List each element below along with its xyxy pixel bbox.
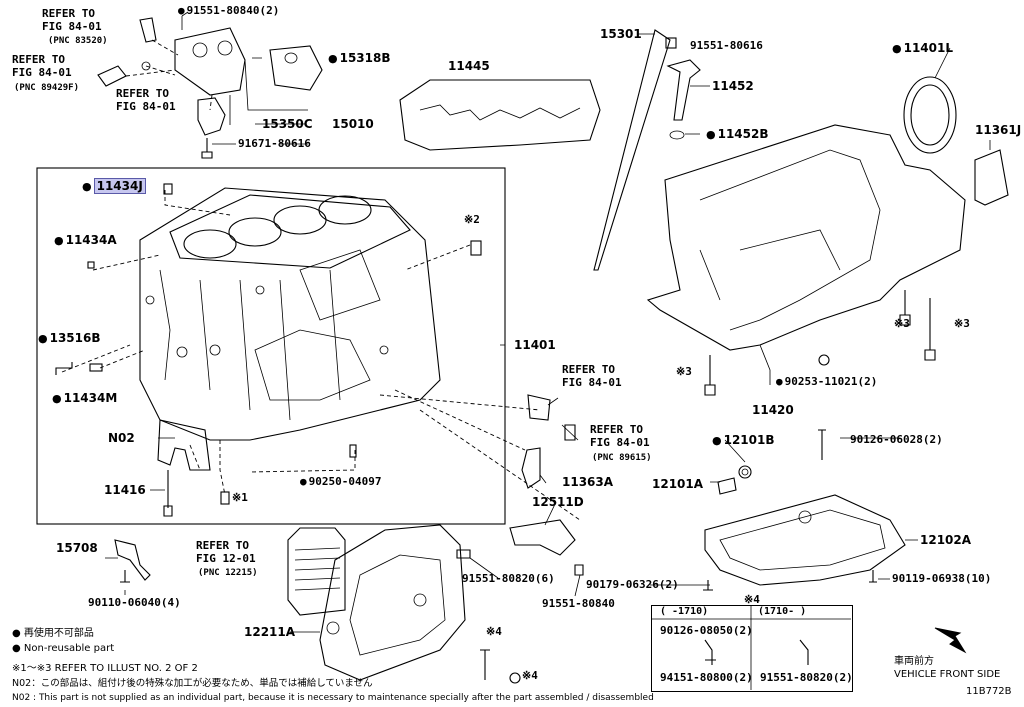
note-n02: N02 [108,431,135,445]
variant-table: ( -1710) (1710- ) [651,605,853,692]
legend-nonreuse-jp: ● 再使用不可部品 [12,628,94,640]
part-15350c[interactable]: 15350C [262,117,313,131]
cylinder-block-frame [36,167,506,525]
part-15318b[interactable]: 15318B [328,52,391,65]
bullet-icon: ● [12,628,24,639]
refer-12215-line3[interactable]: (PNC 12215) [198,568,258,578]
legend-n02-jp: N02：この部品は、組付け後の特殊な加工が必要なため、単品では補給していません [12,678,373,689]
part-11420[interactable]: 11420 [752,403,794,417]
part-11434m[interactable]: 11434M [52,392,118,405]
part-11416[interactable]: 11416 [104,483,146,497]
refer-84-01-line1[interactable]: REFER TO [562,363,615,376]
note-x3-b: ※3 [954,317,970,330]
vehicle-front-en: VEHICLE FRONT SIDE [894,669,1001,680]
part-91551-80820-6[interactable]: 91551-80820(6) [462,572,555,585]
oil-pan-lower [704,494,906,586]
part-12101b[interactable]: 12101B [712,434,775,447]
table-part-91551-80820-2[interactable]: 91551-80820(2) [760,671,853,684]
part-90110-06040-4[interactable]: 90110-06040(4) [88,596,181,609]
part-11434j-label: 11434J [93,178,146,194]
part-11401[interactable]: 11401 [514,338,556,352]
part-90126-06028-2[interactable]: 90126-06028(2) [850,433,943,446]
part-90179-06326-2[interactable]: 90179-06326(2) [586,578,679,591]
legend-nonreuse-en: ● Non-reusable part [12,643,114,655]
part-11434j[interactable]: 11434J [82,178,146,194]
part-15301[interactable]: 15301 [600,27,642,41]
baffle-11445 [399,79,601,151]
housing-15010 [174,27,246,96]
vehicle-front-jp: 車両前方 [894,656,934,667]
refer-89429-line2[interactable]: FIG 84-01 [12,66,72,79]
note-x4-a: ※4 [486,625,502,638]
legend-nonreuse-en-text: Non-reusable part [23,643,115,654]
part-11401l[interactable]: 11401L [892,42,953,55]
part-91551-80840-2[interactable]: 91551-80840(2) [178,5,280,17]
part-91671-80616[interactable]: 91671-80616 [238,137,311,150]
part-12511d[interactable]: 12511D [532,495,584,509]
note-x3-c: ※3 [676,365,692,378]
bolt-11416 [163,470,173,517]
refer-89615-line2[interactable]: FIG 84-01 [590,436,650,449]
legend-n02-en: N02 : This part is not supplied as an in… [12,693,654,703]
refer-83520-line2[interactable]: FIG 84-01 [42,20,102,33]
legend-refer-note: ※1～※3 REFER TO ILLUST NO. 2 OF 2 [12,663,198,674]
refer-89615-line1[interactable]: REFER TO [590,423,643,436]
refer-83520-line1[interactable]: REFER TO [42,7,95,20]
part-12101a[interactable]: 12101A [652,477,704,491]
part-12102a[interactable]: 12102A [920,533,972,547]
refer-fig84-line2[interactable]: FIG 84-01 [116,100,176,113]
refer-12215-line1[interactable]: REFER TO [196,539,249,552]
oil-seal [903,76,957,154]
timing-cover [319,524,466,681]
part-11361j[interactable]: 11361J [975,123,1022,137]
oil-pan-upper [646,124,966,351]
note-x3-a: ※3 [894,317,910,330]
refer-89615-line3[interactable]: (PNC 89615) [592,453,652,463]
refer-89429-line1[interactable]: REFER TO [12,53,65,66]
part-11452b[interactable]: 11452B [706,128,769,141]
legend-nonreuse-jp-text: 再使用不可部品 [23,628,94,639]
bearing-cap [157,419,211,471]
table-col1-header: ( -1710) [660,606,709,617]
illustration-code: 11B772B [966,686,1012,697]
refer-89429-line3[interactable]: (PNC 89429F) [14,83,80,93]
dipstick-15301 [593,29,671,271]
note-x2: ※2 [464,213,480,226]
part-15708[interactable]: 15708 [56,541,98,555]
part-13516b[interactable]: 13516B [38,332,101,345]
part-11445[interactable]: 11445 [448,59,490,73]
table-part-90126-08050-2[interactable]: 90126-08050(2) [660,624,753,637]
part-90250-04097[interactable]: 90250-04097 [300,476,382,488]
note-x1: ※1 [232,491,248,504]
table-col2-header: (1710- ) [758,606,807,617]
part-91551-80840[interactable]: 91551-80840 [542,597,615,610]
table-part-94151-80800-2[interactable]: 94151-80800(2) [660,671,753,684]
part-11434a[interactable]: 11434A [54,234,117,247]
part-12211a[interactable]: 12211A [244,625,296,639]
cylinder-block-shape [139,187,441,441]
part-90119-06938-10[interactable]: 90119-06938(10) [892,572,992,585]
gasket-15318b [269,45,323,91]
part-11363a[interactable]: 11363A [562,475,614,489]
part-91551-80616[interactable]: 91551-80616 [690,39,763,52]
refer-83520-line3[interactable]: (PNC 83520) [48,36,108,46]
part-15010[interactable]: 15010 [332,117,374,131]
refer-84-01-line2[interactable]: FIG 84-01 [562,376,622,389]
part-90253-11021-2[interactable]: 90253-11021(2) [776,376,878,388]
part-11452[interactable]: 11452 [712,79,754,93]
refer-fig84-line1[interactable]: REFER TO [116,87,169,100]
bullet-icon: ● [12,643,24,654]
note-x4-b: ※4 [522,669,538,682]
note-x4-c: ※4 [744,593,760,606]
refer-12215-line2[interactable]: FIG 12-01 [196,552,256,565]
